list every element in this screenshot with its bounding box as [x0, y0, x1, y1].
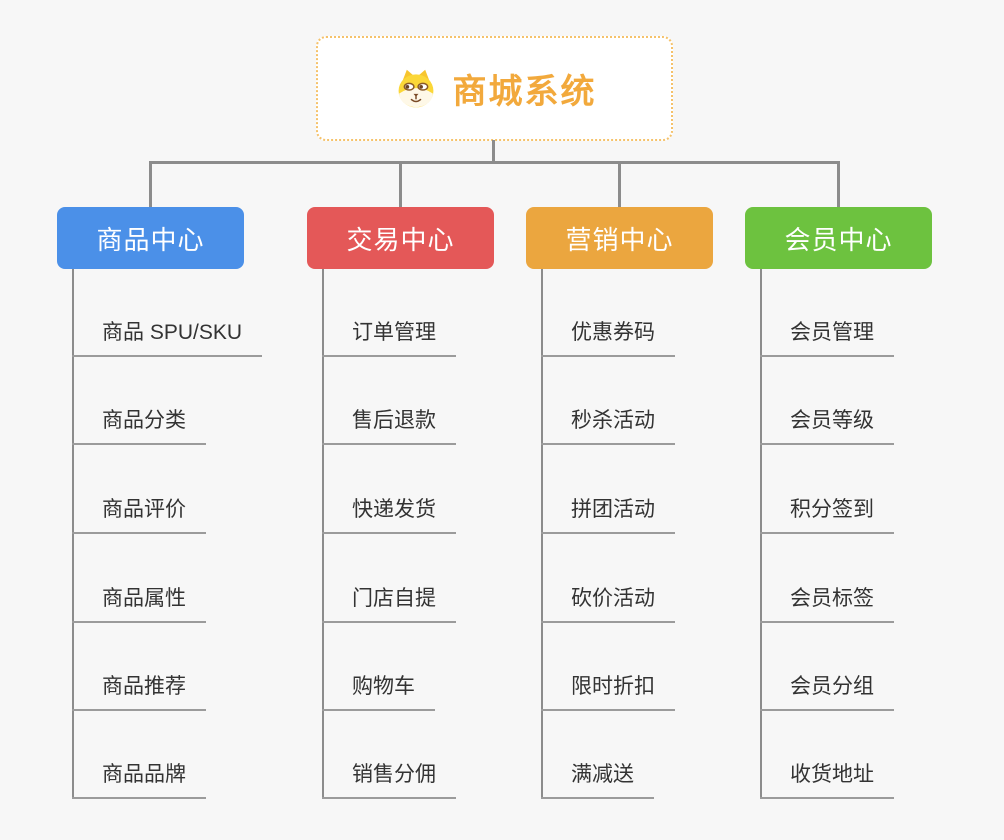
leaf-node[interactable]: 砍价活动 [541, 585, 675, 623]
leaf-node[interactable]: 秒杀活动 [541, 407, 675, 445]
leaf-node[interactable]: 销售分佣 [322, 761, 456, 799]
branch-node-trade[interactable]: 交易中心 [307, 207, 494, 269]
leaf-node[interactable]: 会员分组 [760, 673, 894, 711]
connector-trunk-marketing [541, 269, 543, 799]
leaf-node[interactable]: 优惠券码 [541, 319, 675, 357]
branch-node-member[interactable]: 会员中心 [745, 207, 932, 269]
leaf-node[interactable]: 会员标签 [760, 585, 894, 623]
leaf-node[interactable]: 门店自提 [322, 585, 456, 623]
connector-bus [149, 161, 840, 164]
leaf-node[interactable]: 满减送 [541, 761, 654, 799]
connector-drop-member [837, 163, 840, 207]
leaf-node[interactable]: 积分签到 [760, 496, 894, 534]
leaf-node[interactable]: 商品推荐 [72, 673, 206, 711]
leaf-node[interactable]: 商品分类 [72, 407, 206, 445]
root-title: 商城系统 [452, 73, 597, 111]
branch-column-product: 商品中心 商品 SPU/SKU 商品分类 商品评价 商品属性 商品推荐 商品品牌 [57, 207, 263, 799]
leaf-node[interactable]: 拼团活动 [541, 496, 675, 534]
leaf-node[interactable]: 商品评价 [72, 496, 206, 534]
branch-node-marketing[interactable]: 营销中心 [526, 207, 713, 269]
leaf-node[interactable]: 限时折扣 [541, 673, 675, 711]
root-node[interactable]: 商城系统 [316, 36, 673, 141]
branch-column-member: 会员中心 会员管理 会员等级 积分签到 会员标签 会员分组 收货地址 [745, 207, 932, 799]
branch-node-product[interactable]: 商品中心 [57, 207, 244, 269]
branch-column-trade: 交易中心 订单管理 售后退款 快递发货 门店自提 购物车 销售分佣 [307, 207, 494, 799]
connector-trunk-member [760, 269, 762, 799]
connector-root-stem [492, 140, 495, 162]
branch-column-marketing: 营销中心 优惠券码 秒杀活动 拼团活动 砍价活动 限时折扣 满减送 [526, 207, 713, 799]
leaf-node[interactable]: 订单管理 [322, 319, 456, 357]
connector-drop-marketing [618, 163, 621, 207]
leaf-node[interactable]: 商品品牌 [72, 761, 206, 799]
connector-trunk-trade [322, 269, 324, 799]
connector-drop-trade [399, 163, 402, 207]
leaf-node[interactable]: 购物车 [322, 673, 435, 711]
leaf-node[interactable]: 会员等级 [760, 407, 894, 445]
connector-drop-product [149, 163, 152, 207]
leaf-node[interactable]: 会员管理 [760, 319, 894, 357]
leaf-node[interactable]: 商品 SPU/SKU [72, 319, 263, 357]
connector-trunk-product [72, 269, 74, 799]
leaf-node[interactable]: 商品属性 [72, 585, 206, 623]
dog-icon [393, 67, 439, 111]
leaf-node[interactable]: 售后退款 [322, 407, 456, 445]
leaf-node[interactable]: 快递发货 [322, 496, 456, 534]
leaf-node[interactable]: 收货地址 [760, 761, 894, 799]
